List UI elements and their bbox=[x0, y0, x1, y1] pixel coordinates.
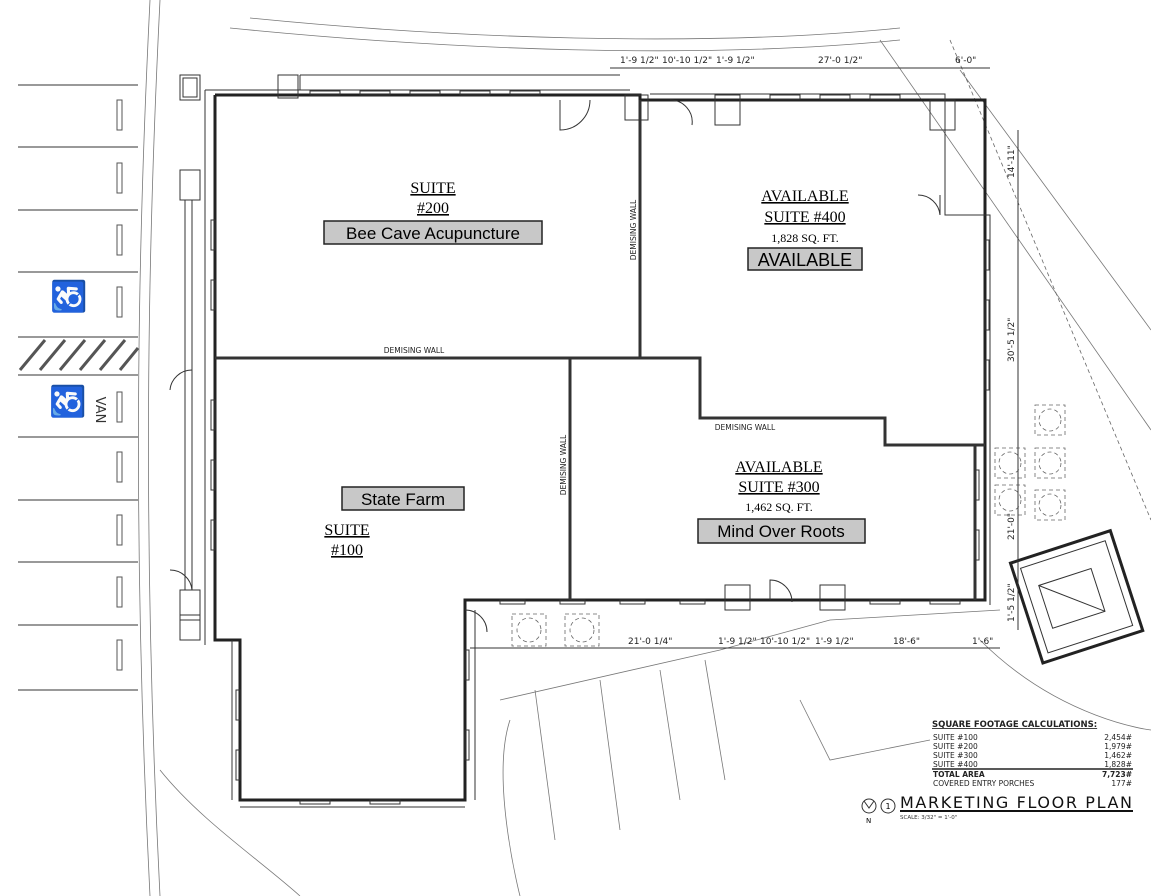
sqft-row-value: 2,454# bbox=[1104, 733, 1132, 742]
sqft-row-label: SUITE #400 bbox=[933, 760, 978, 769]
dim-bottom-5: 18'-6" bbox=[893, 637, 920, 647]
suite-100-heading: SUITE bbox=[324, 522, 369, 539]
suite-100-number: #100 bbox=[331, 542, 363, 559]
sqft-row-label: SUITE #100 bbox=[933, 733, 978, 742]
dim-right-4: 1'-5 1/2" bbox=[1007, 583, 1017, 622]
parking-stalls bbox=[18, 84, 140, 691]
north-label: N bbox=[866, 817, 871, 825]
detail-marker-icon bbox=[880, 798, 896, 814]
suite-300-tenant: Mind Over Roots bbox=[717, 522, 845, 541]
sqft-row-value: 1,979# bbox=[1104, 742, 1132, 751]
building-walls bbox=[169, 74, 991, 808]
sqft-total-value: 7,723# bbox=[1102, 770, 1132, 779]
site-context bbox=[138, 0, 1151, 896]
dim-right-2: 30'-5 1/2" bbox=[1007, 318, 1017, 362]
sqft-row-value: 1,462# bbox=[1104, 751, 1132, 760]
sqft-porches-value: 177# bbox=[1111, 779, 1132, 788]
square-footage-table: SQUARE FOOTAGE CALCULATIONS: SUITE #100 … bbox=[932, 720, 1133, 788]
suite-200-tenant: Bee Cave Acupuncture bbox=[346, 224, 520, 243]
demising-wall-label: DEMISING WALL bbox=[715, 423, 776, 432]
suite-200-number: #200 bbox=[417, 200, 449, 217]
suite-200-heading: SUITE bbox=[410, 180, 455, 197]
dumpster-enclosure bbox=[1008, 528, 1145, 665]
detail-number: 1 bbox=[885, 802, 890, 811]
suite-100-tenant: State Farm bbox=[361, 490, 445, 509]
suite-400-area: 1,828 SQ. FT. bbox=[771, 231, 838, 245]
sqft-title: SQUARE FOOTAGE CALCULATIONS: bbox=[932, 720, 1097, 730]
accessible-parking-icon: ♿ bbox=[51, 278, 86, 315]
suite-200[interactable]: SUITE #200 Bee Cave Acupuncture bbox=[323, 180, 543, 245]
accessible-van-parking-icon: ♿ bbox=[50, 383, 85, 420]
dim-top-2: 10'-10 1/2" bbox=[662, 56, 712, 66]
suite-100[interactable]: State Farm SUITE #100 bbox=[324, 486, 465, 559]
dim-top-5: 6'-0" bbox=[955, 56, 976, 66]
dim-top-3: 1'-9 1/2" bbox=[716, 56, 755, 66]
plan-scale: SCALE: 3/32" = 1'-0" bbox=[900, 815, 957, 821]
sqft-total-label: TOTAL AREA bbox=[933, 770, 985, 779]
suite-400-number: SUITE #400 bbox=[764, 209, 845, 226]
dim-bottom-1: 21'-0 1/4" bbox=[628, 637, 672, 647]
dim-bottom-4: 1'-9 1/2" bbox=[815, 637, 854, 647]
dim-top-4: 27'-0 1/2" bbox=[818, 56, 862, 66]
dim-bottom-2: 1'-9 1/2" bbox=[718, 637, 757, 647]
demising-wall-label: DEMISING WALL bbox=[559, 434, 568, 495]
dimension-lines bbox=[470, 67, 1019, 649]
demising-wall-label: DEMISING WALL bbox=[629, 199, 638, 260]
demising-wall-label: DEMISING WALL bbox=[384, 346, 445, 355]
dim-bottom-3: 10'-10 1/2" bbox=[760, 637, 810, 647]
north-arrow-icon bbox=[861, 798, 877, 814]
suite-300-status: AVAILABLE bbox=[735, 459, 822, 476]
windows bbox=[210, 90, 990, 805]
suite-300-number: SUITE #300 bbox=[738, 479, 819, 496]
dim-top-1: 1'-9 1/2" bbox=[620, 56, 659, 66]
van-label: VAN bbox=[92, 397, 107, 424]
demising-walls bbox=[215, 100, 985, 600]
dim-right-3: 21'-0" bbox=[1007, 513, 1017, 540]
suite-400-tenant: AVAILABLE bbox=[758, 250, 852, 270]
suite-400-status: AVAILABLE bbox=[761, 188, 848, 205]
suite-400[interactable]: AVAILABLE SUITE #400 1,828 SQ. FT. AVAIL… bbox=[747, 188, 863, 271]
suite-300-area: 1,462 SQ. FT. bbox=[745, 500, 812, 514]
sqft-row-label: SUITE #200 bbox=[933, 742, 978, 751]
sqft-row-label: SUITE #300 bbox=[933, 751, 978, 760]
sqft-porches-label: COVERED ENTRY PORCHES bbox=[933, 779, 1034, 788]
dim-right-1: 14'-11" bbox=[1007, 145, 1017, 178]
dim-bottom-6: 1'-6" bbox=[972, 637, 993, 647]
plan-title: MARKETING FLOOR PLAN bbox=[900, 793, 1132, 812]
sqft-row-value: 1,828# bbox=[1104, 760, 1132, 769]
suite-300[interactable]: AVAILABLE SUITE #300 1,462 SQ. FT. Mind … bbox=[697, 459, 866, 544]
title-block: N 1 MARKETING FLOOR PLAN SCALE: 3/32" = … bbox=[861, 793, 1133, 825]
planters bbox=[511, 404, 1145, 665]
